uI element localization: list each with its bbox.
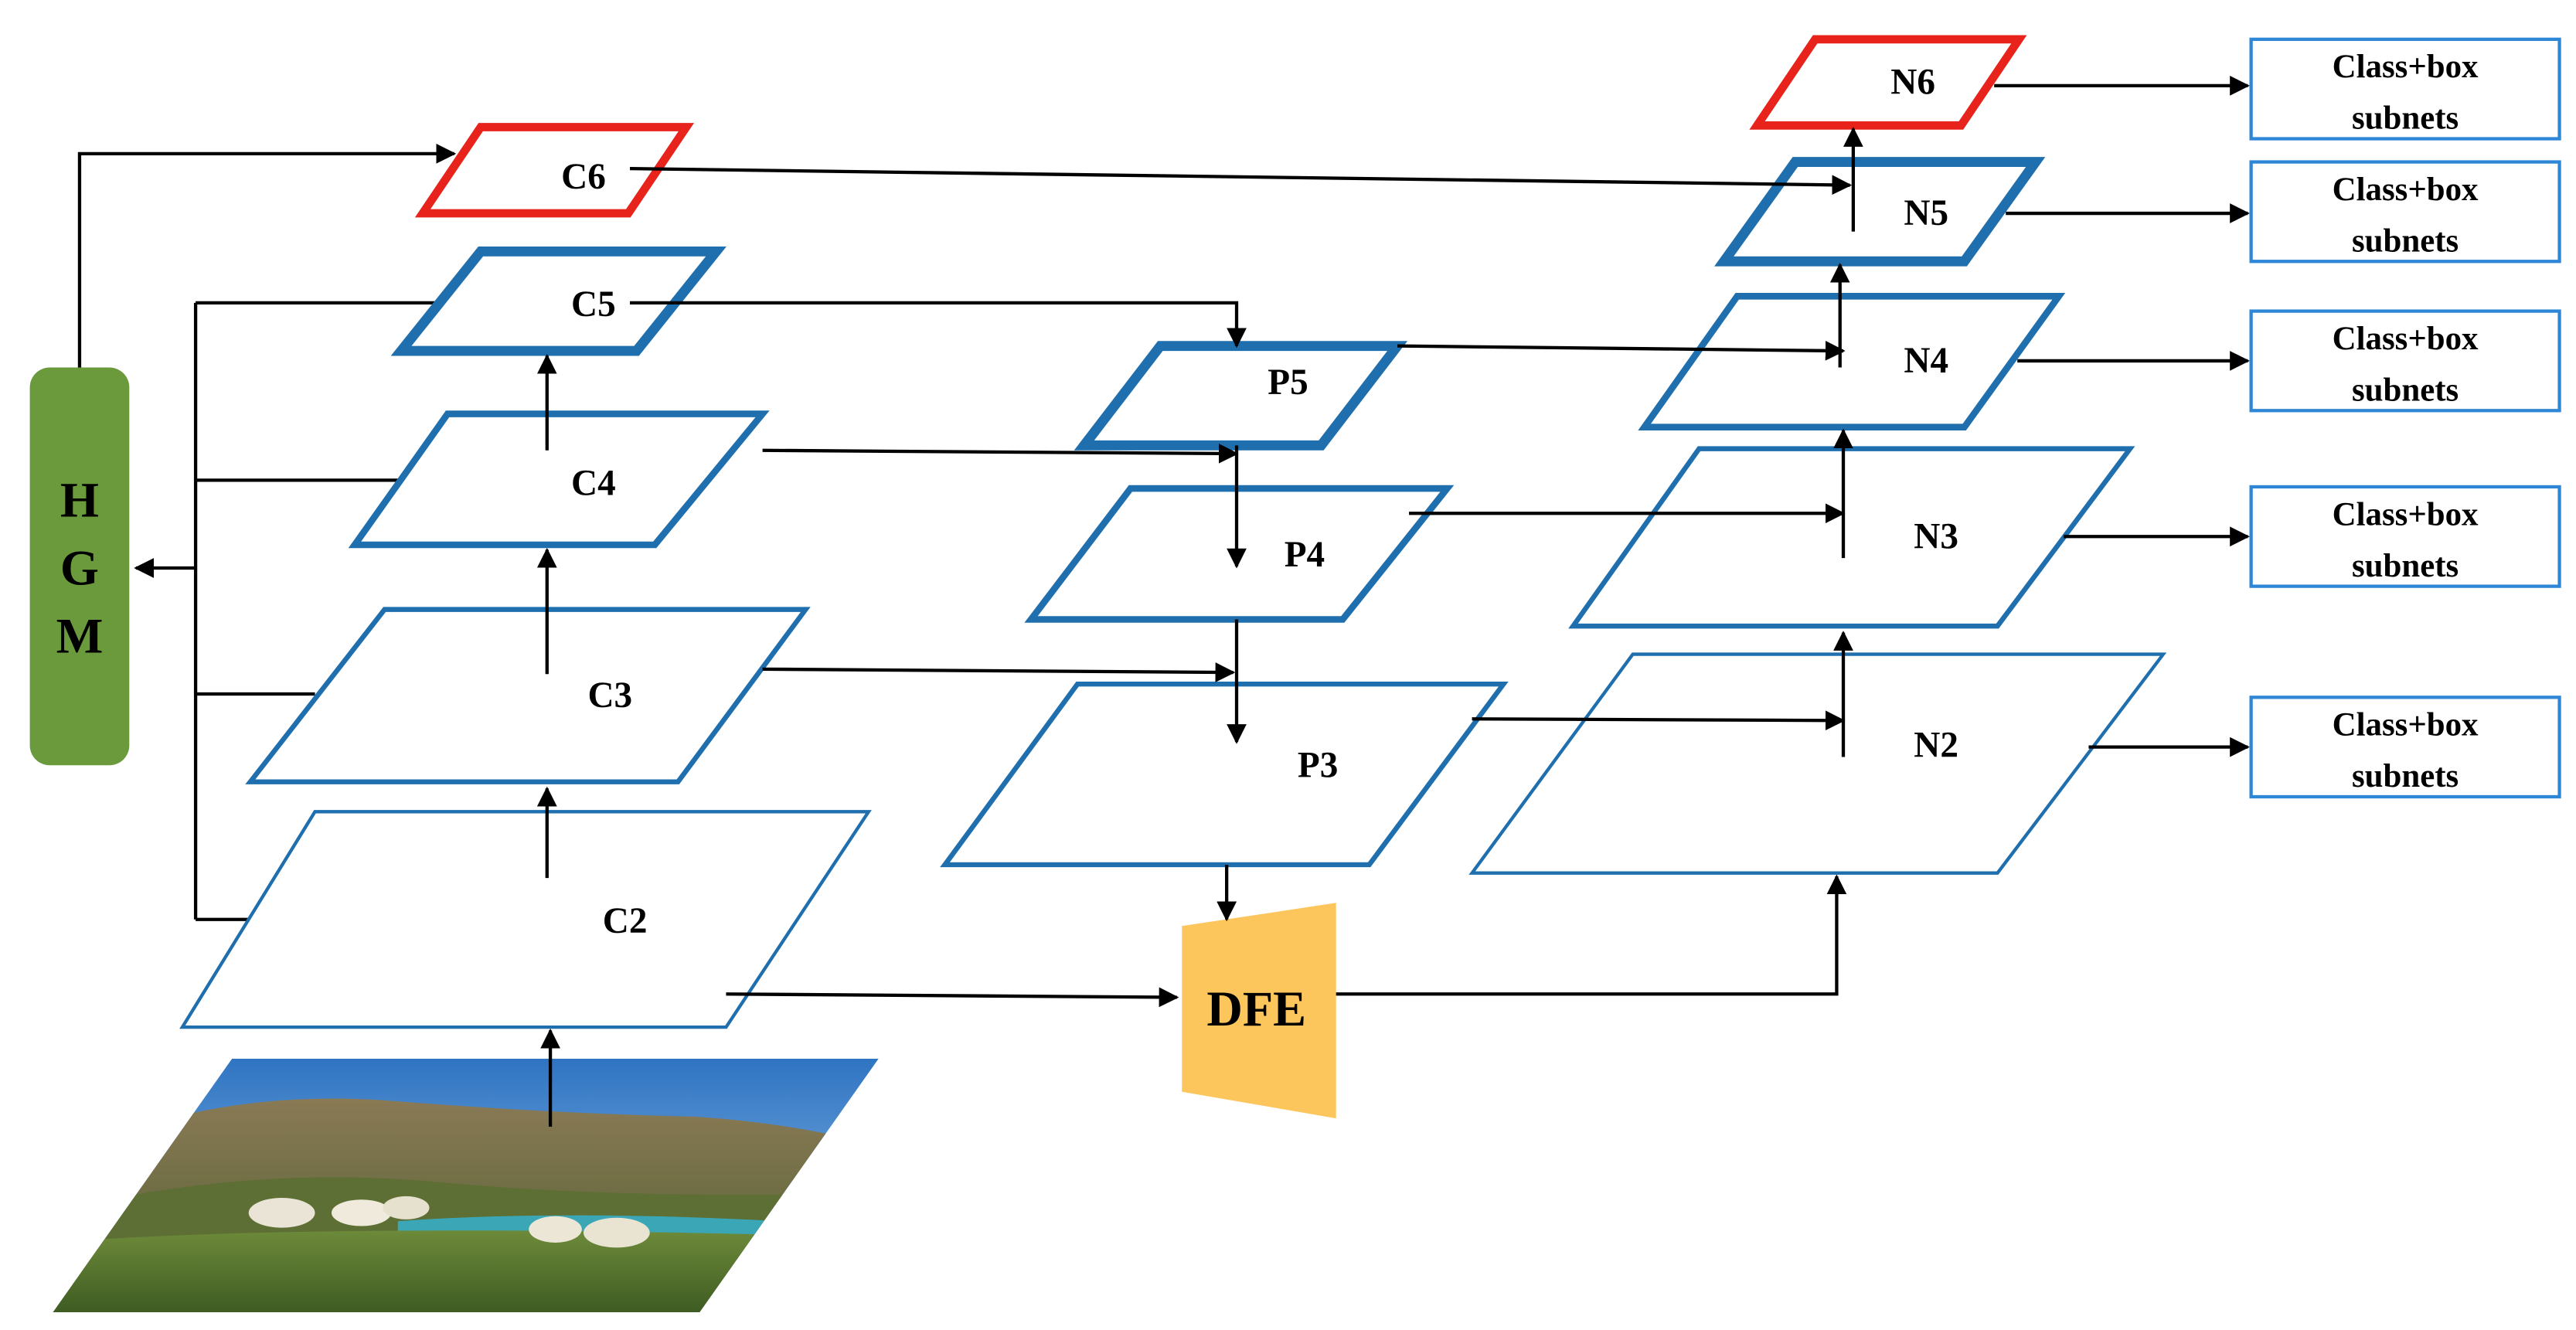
- head-n4: Class+box subnets: [2249, 309, 2561, 413]
- hgm-connectors: [77, 143, 457, 921]
- n5-label: N5: [1904, 193, 1948, 233]
- fpn-p4: P4: [1024, 485, 1455, 623]
- svg-text:Class+box: Class+box: [2333, 321, 2479, 357]
- svg-text:subnets: subnets: [2352, 758, 2459, 794]
- svg-text:subnets: subnets: [2352, 100, 2459, 137]
- c6-label: C6: [561, 157, 606, 197]
- backbone-c6: C6: [414, 123, 695, 218]
- backbone-c5: C5: [390, 246, 727, 356]
- input-image: [53, 1058, 879, 1313]
- hgm-letter-g: G: [60, 540, 99, 595]
- pan-n5: N5: [1714, 157, 2046, 267]
- dfe-module: DFE: [1182, 903, 1336, 1119]
- pan-n6: N6: [1749, 35, 2027, 130]
- n6-label: N6: [1890, 63, 1935, 103]
- head-n5: Class+box subnets: [2249, 160, 2561, 264]
- pan-n3: N3: [1568, 446, 2135, 629]
- p4-label: P4: [1285, 535, 1325, 575]
- fpn-p3: P3: [940, 681, 1509, 868]
- backbone-arrows: [536, 353, 560, 1127]
- head-n2: Class+box subnets: [2249, 696, 2561, 799]
- n4-label: N4: [1904, 341, 1948, 381]
- p5-label: P5: [1268, 362, 1308, 403]
- fpn-p5: P5: [1074, 341, 1408, 451]
- n3-label: N3: [1914, 516, 1958, 556]
- connections: [629, 76, 2250, 1008]
- head-n3: Class+box subnets: [2249, 485, 2561, 588]
- svg-text:subnets: subnets: [2352, 223, 2459, 259]
- pan-n2: N2: [1468, 652, 2167, 875]
- hgm-module: H G M: [29, 367, 130, 766]
- svg-text:Class+box: Class+box: [2333, 172, 2479, 208]
- c5-label: C5: [571, 284, 616, 325]
- head-n6: Class+box subnets: [2249, 37, 2561, 141]
- svg-text:Class+box: Class+box: [2333, 496, 2479, 532]
- pan-n4: N4: [1638, 292, 2066, 431]
- n2-label: N2: [1914, 726, 1958, 766]
- backbone-c4: C4: [348, 410, 770, 549]
- hgm-letter-m: M: [56, 608, 104, 663]
- svg-text:Class+box: Class+box: [2333, 707, 2479, 743]
- svg-text:subnets: subnets: [2352, 372, 2459, 408]
- c3-label: C3: [587, 675, 632, 716]
- dfe-label: DFE: [1206, 981, 1306, 1036]
- backbone-c3: C3: [245, 607, 811, 784]
- c4-label: C4: [571, 464, 616, 504]
- detection-heads: Class+box subnets Class+box subnets Clas…: [2249, 37, 2561, 799]
- svg-text:Class+box: Class+box: [2333, 49, 2479, 85]
- svg-text:subnets: subnets: [2352, 548, 2459, 584]
- hgm-letter-h: H: [60, 473, 99, 528]
- c2-label: C2: [603, 901, 648, 941]
- backbone-c2: C2: [179, 810, 872, 1029]
- p3-label: P3: [1298, 745, 1338, 785]
